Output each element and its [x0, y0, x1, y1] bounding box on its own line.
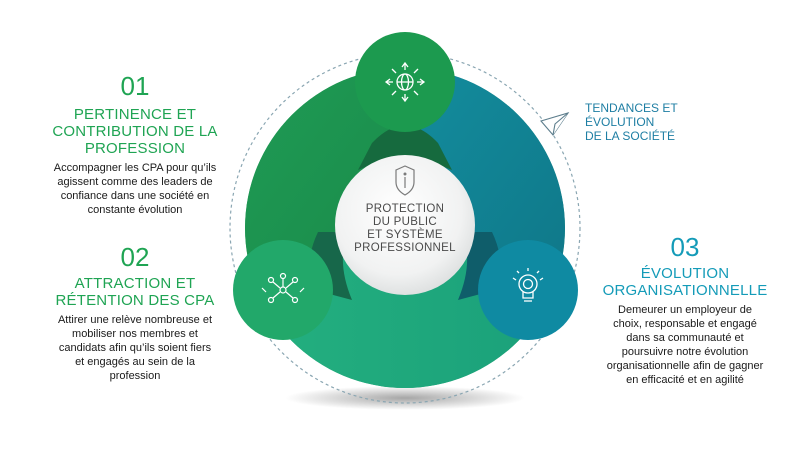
pillar-3: 03 ÉVOLUTION ORGANISATIONNELLE Demeurer …: [585, 233, 785, 387]
shield-info-icon: [395, 165, 415, 196]
pillar-3-description: Demeurer un employeur de choix, responsa…: [606, 304, 764, 386]
inner-tab-top: [358, 125, 452, 170]
team-hands-icon: [261, 272, 305, 304]
paper-plane-icon: [540, 112, 570, 136]
node-attraction: [233, 240, 333, 340]
trends-label: TENDANCES ET ÉVOLUTION DE LA SOCIÉTÉ: [585, 101, 678, 143]
pillar-1-number: 01: [120, 71, 150, 101]
pillar-2-number: 02: [120, 242, 150, 272]
pillar-1-title: PERTINENCE ET CONTRIBUTION DE LA PROFESS…: [52, 106, 218, 157]
pillar-3-number: 03: [670, 232, 700, 262]
pillar-2: 02 ATTRACTION ET RÉTENTION DES CPA Attir…: [40, 243, 230, 383]
node-evolution: [478, 240, 578, 340]
pillar-3-title: ÉVOLUTION ORGANISATIONNELLE: [602, 265, 768, 299]
globe-arrows-icon: [384, 61, 426, 103]
diagram-shadow: [285, 386, 525, 410]
lightbulb-gear-icon: [512, 268, 544, 302]
pillar-2-description: Attirer une relève nombreuse et mobilise…: [57, 314, 213, 382]
center-label: PROTECTION DU PUBLIC ET SYSTÈME PROFESSI…: [354, 203, 456, 254]
center-circle: [335, 155, 475, 295]
pillar-1-description: Accompagner les CPA pour qu’ils agissent…: [53, 162, 217, 216]
pillar-1: 01 PERTINENCE ET CONTRIBUTION DE LA PROF…: [40, 72, 230, 217]
pillar-2-title: ATTRACTION ET RÉTENTION DES CPA: [55, 275, 215, 309]
